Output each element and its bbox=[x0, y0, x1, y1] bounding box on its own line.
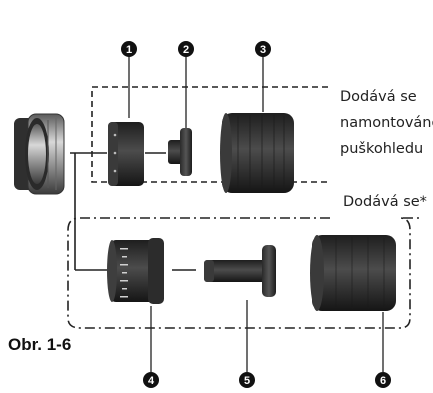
callout-5: 5 bbox=[239, 372, 255, 388]
box-bottom-note: Dodává se* bbox=[343, 194, 427, 210]
callout-3: 3 bbox=[255, 41, 271, 57]
part-2-plug bbox=[168, 128, 192, 176]
svg-text:2: 2 bbox=[183, 44, 189, 56]
callout-1: 1 bbox=[121, 41, 137, 57]
part-4-scale-ring bbox=[107, 238, 164, 304]
part-6-large-cylinder bbox=[310, 235, 396, 311]
box-top-note-line-3: puškohledu bbox=[340, 141, 423, 157]
callout-4: 4 bbox=[143, 372, 159, 388]
figure-label: Obr. 1-6 bbox=[8, 335, 71, 354]
part-1-adapter-ring bbox=[108, 122, 144, 186]
svg-text:1: 1 bbox=[126, 44, 132, 56]
svg-text:4: 4 bbox=[148, 375, 155, 387]
box-bottom-outline bbox=[67, 217, 422, 329]
box-top-note-line-2: namontováno bbox=[340, 115, 433, 131]
part-3-large-ring bbox=[220, 113, 294, 193]
eyepiece-part bbox=[14, 113, 65, 195]
svg-text:5: 5 bbox=[244, 375, 250, 387]
box-top-outline bbox=[91, 86, 330, 183]
svg-text:3: 3 bbox=[260, 44, 266, 56]
part-5-tube bbox=[204, 245, 276, 297]
callout-2: 2 bbox=[178, 41, 194, 57]
box-top-note-line-1: Dodává se bbox=[340, 89, 417, 105]
svg-text:6: 6 bbox=[380, 375, 386, 387]
callout-6: 6 bbox=[375, 372, 391, 388]
